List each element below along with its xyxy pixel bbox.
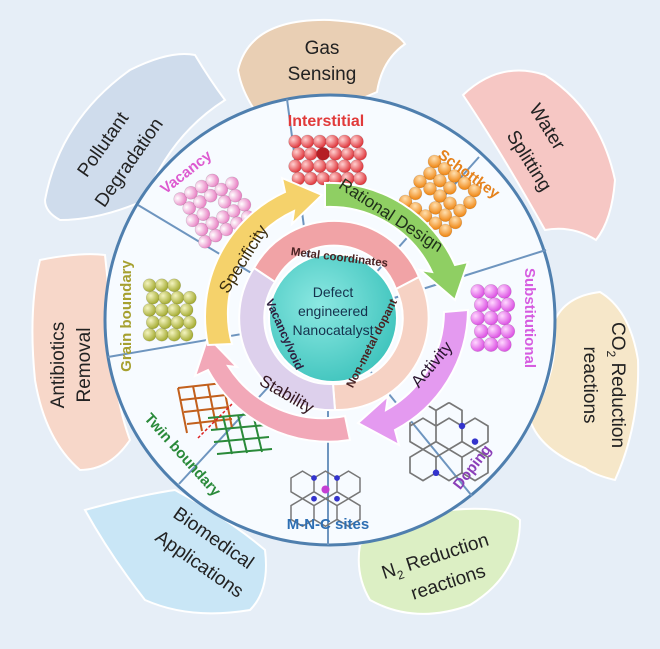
substitutional-label: Substitutional <box>521 268 538 368</box>
grain-boundary-atom <box>142 303 157 317</box>
substitutional-atom <box>470 284 486 299</box>
antibiotics-line2: Removal <box>74 328 95 403</box>
co2-reduction-word: Reduction <box>607 357 628 448</box>
substitutional-atom <box>483 310 499 326</box>
mnc-sites-label: M-N-C sites <box>287 516 370 533</box>
petal-biomedical <box>83 488 267 615</box>
schottkey-atom <box>443 181 457 195</box>
grain-boundary-atom <box>179 303 194 317</box>
substitutional-atom <box>470 310 486 326</box>
interstitial-atom <box>325 159 339 173</box>
antibiotics-line1: Antibiotics <box>48 322 69 409</box>
substitutional-atom <box>496 284 512 299</box>
grain-boundary-atom <box>182 290 197 305</box>
grain-boundary-atom <box>170 315 185 330</box>
petal-water-splitting <box>461 69 617 242</box>
interstitial-illustration <box>288 134 367 186</box>
substitutional-atom <box>487 297 502 313</box>
interstitial-atom <box>291 147 306 161</box>
substitutional-atom <box>496 310 512 326</box>
grain-boundary-atom <box>179 327 194 342</box>
substitutional-atom <box>496 337 512 352</box>
grain-boundary-atom <box>167 278 181 293</box>
interstitial-atom <box>288 159 302 173</box>
center-label-line1: Defect <box>313 284 354 300</box>
schottkey-atom <box>463 195 477 210</box>
interstitial-atom <box>328 147 343 161</box>
grain-boundary-atom <box>155 278 169 293</box>
interstitial-atom <box>350 134 364 149</box>
substitutional-atom <box>483 284 499 299</box>
interstitial-atom <box>313 134 327 149</box>
grain-boundary-atom <box>142 327 157 342</box>
grain-boundary-illustration <box>142 278 197 342</box>
interstitial-atom <box>325 134 339 149</box>
grain-boundary-label: Grain boundary <box>118 260 135 372</box>
grain-boundary-atom <box>158 290 172 305</box>
substitutional-atom <box>470 337 486 352</box>
substitutional-atom <box>487 323 502 339</box>
interstitial-atom <box>337 159 352 173</box>
schottkey-atom <box>453 203 467 218</box>
activity-arrow <box>356 308 470 447</box>
co2-reduction-co: CO <box>607 322 628 351</box>
schottkey-atom <box>448 215 463 230</box>
center-label-line3: Nanocatalyst <box>293 322 374 338</box>
center-label-line2: engineered <box>298 303 368 319</box>
mnc-illustration <box>290 470 361 528</box>
grain-boundary-atom <box>145 290 160 305</box>
grain-boundary-atom <box>155 303 169 317</box>
co2-reduction-line1: CO2 Reduction <box>604 322 628 448</box>
interstitial-label: Interstitial <box>288 113 364 130</box>
n2-reduction-n: N <box>379 560 399 584</box>
interstitial-atom <box>288 134 302 149</box>
grain-boundary-atom <box>170 290 185 305</box>
vacancy-atom <box>205 173 220 188</box>
interstitial-atom <box>350 159 364 173</box>
schottkey-atom <box>408 186 423 201</box>
substitutional-atom <box>500 323 516 339</box>
interstitial-atom <box>313 159 327 173</box>
schottkey-atom <box>438 223 453 238</box>
grain-boundary-atom <box>158 315 172 330</box>
vacancy-atom <box>228 188 243 203</box>
specificity-arrow <box>204 176 324 347</box>
interstitial-atom <box>337 134 352 149</box>
interstitial-atom <box>353 147 367 161</box>
grain-boundary-atom <box>155 327 169 342</box>
grain-boundary-atom <box>167 303 181 317</box>
interstitial-atom <box>303 171 318 186</box>
grain-boundary-atom <box>142 278 157 293</box>
substitutional-atom <box>500 297 516 313</box>
interstitial-atom <box>316 147 330 161</box>
grain-boundary-atom <box>145 315 160 330</box>
n2-reduction-sub: 2 <box>395 567 406 582</box>
interstitial-atom <box>300 159 315 173</box>
petal-pollutant <box>43 53 227 222</box>
gas-sensing-line2: Sensing <box>288 64 357 85</box>
vacancy-atom <box>196 207 211 221</box>
vacancy-illustration <box>173 173 255 249</box>
schottkey-atom <box>467 183 482 198</box>
interstitial-atom <box>353 171 367 186</box>
interstitial-atom <box>303 147 318 161</box>
substitutional-atom <box>483 337 499 352</box>
rational-design-arrow <box>324 181 470 302</box>
co2-reduction-sub: 2 <box>604 350 618 357</box>
interstitial-atom <box>340 147 355 161</box>
grain-boundary-atom <box>167 327 181 342</box>
substitutional-illustration <box>470 284 516 352</box>
stability-arrow <box>193 335 352 443</box>
interstitial-atom <box>300 134 315 149</box>
vacancy-atom <box>237 197 252 212</box>
center-circle <box>268 253 398 383</box>
grain-boundary-atom <box>182 315 197 330</box>
substitutional-atom <box>473 297 489 313</box>
vacancy-atom <box>225 176 239 191</box>
gas-sensing-line1: Gas <box>305 38 340 59</box>
vacancy-void-ring <box>238 266 337 412</box>
co2-reduction-line2: reactions <box>579 346 600 423</box>
substitutional-atom <box>473 323 489 339</box>
